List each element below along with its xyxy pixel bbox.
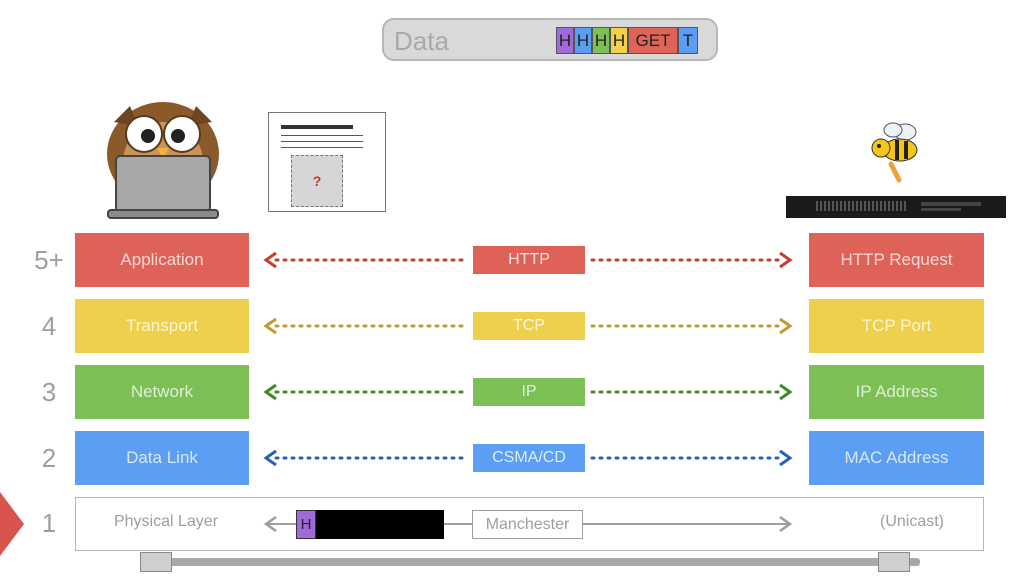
arrowhead-right <box>779 317 793 335</box>
layer-box-local: Transport <box>75 299 249 353</box>
layer-box-remote: IP Address <box>809 365 984 419</box>
physical-layer-box <box>75 497 984 551</box>
ethernet-cable <box>140 558 920 566</box>
data-label: Data <box>394 26 449 56</box>
layer-box-local: Application <box>75 233 249 287</box>
frame-header: H <box>296 510 316 539</box>
layer-box-remote: HTTP Request <box>809 233 984 287</box>
physical-protocol-box: Manchester <box>472 510 583 539</box>
layer-number: 5+ <box>34 245 64 275</box>
layer-box-remote: MAC Address <box>809 431 984 485</box>
layer-protocol: TCP <box>473 312 585 340</box>
frame-payload-redacted <box>316 510 444 539</box>
bee-server-mascot <box>865 120 925 185</box>
webpage-document: ? <box>268 112 386 212</box>
missing-image-placeholder: ? <box>291 155 343 207</box>
owl-client-illustration <box>100 92 226 220</box>
arrowhead-right <box>779 449 793 467</box>
doc-text-line <box>281 147 363 148</box>
doc-heading-line <box>281 125 353 129</box>
unicast-label: (Unicast) <box>879 513 944 530</box>
cable-connector-right <box>878 552 910 572</box>
layer-box-local: Network <box>75 365 249 419</box>
layer-number-1: 1 <box>41 508 57 538</box>
arrowhead-right <box>779 251 793 269</box>
header-segment: H <box>574 27 592 54</box>
layer-protocol: IP <box>473 378 585 406</box>
server-vent <box>816 201 906 211</box>
layer-peer-arrow <box>263 251 793 269</box>
cable-connector-left <box>140 552 172 572</box>
layer-box-remote: TCP Port <box>809 299 984 353</box>
layer-box-local: Data Link <box>75 431 249 485</box>
header-segment: T <box>678 27 698 54</box>
layer-number: 4 <box>41 311 57 341</box>
owl-icon <box>107 102 219 219</box>
layer-peer-arrow <box>263 317 793 335</box>
layer-peer-arrow <box>263 449 793 467</box>
server-drive-bay <box>921 202 981 206</box>
arrowhead-right <box>779 383 793 401</box>
physical-layer-label: Physical Layer <box>113 513 219 530</box>
physical-signal-arrow <box>263 515 793 533</box>
layer-peer-arrow <box>263 383 793 401</box>
current-layer-marker <box>0 492 24 556</box>
arrowhead-left <box>263 449 277 467</box>
header-segment: GET <box>628 27 678 54</box>
arrowhead-left <box>263 317 277 335</box>
layer-protocol: HTTP <box>473 246 585 274</box>
header-segment: H <box>556 27 574 54</box>
arrowhead-left <box>263 251 277 269</box>
doc-text-line <box>281 141 363 142</box>
header-segment: H <box>610 27 628 54</box>
bee-icon <box>871 122 918 183</box>
layer-protocol: CSMA/CD <box>473 444 585 472</box>
layer-number: 3 <box>41 377 57 407</box>
doc-text-line <box>281 135 363 136</box>
server-drive-bay <box>921 208 961 211</box>
server-rack <box>786 196 1006 218</box>
layer-number: 2 <box>41 443 57 473</box>
header-segment: H <box>592 27 610 54</box>
arrowhead-left <box>263 383 277 401</box>
